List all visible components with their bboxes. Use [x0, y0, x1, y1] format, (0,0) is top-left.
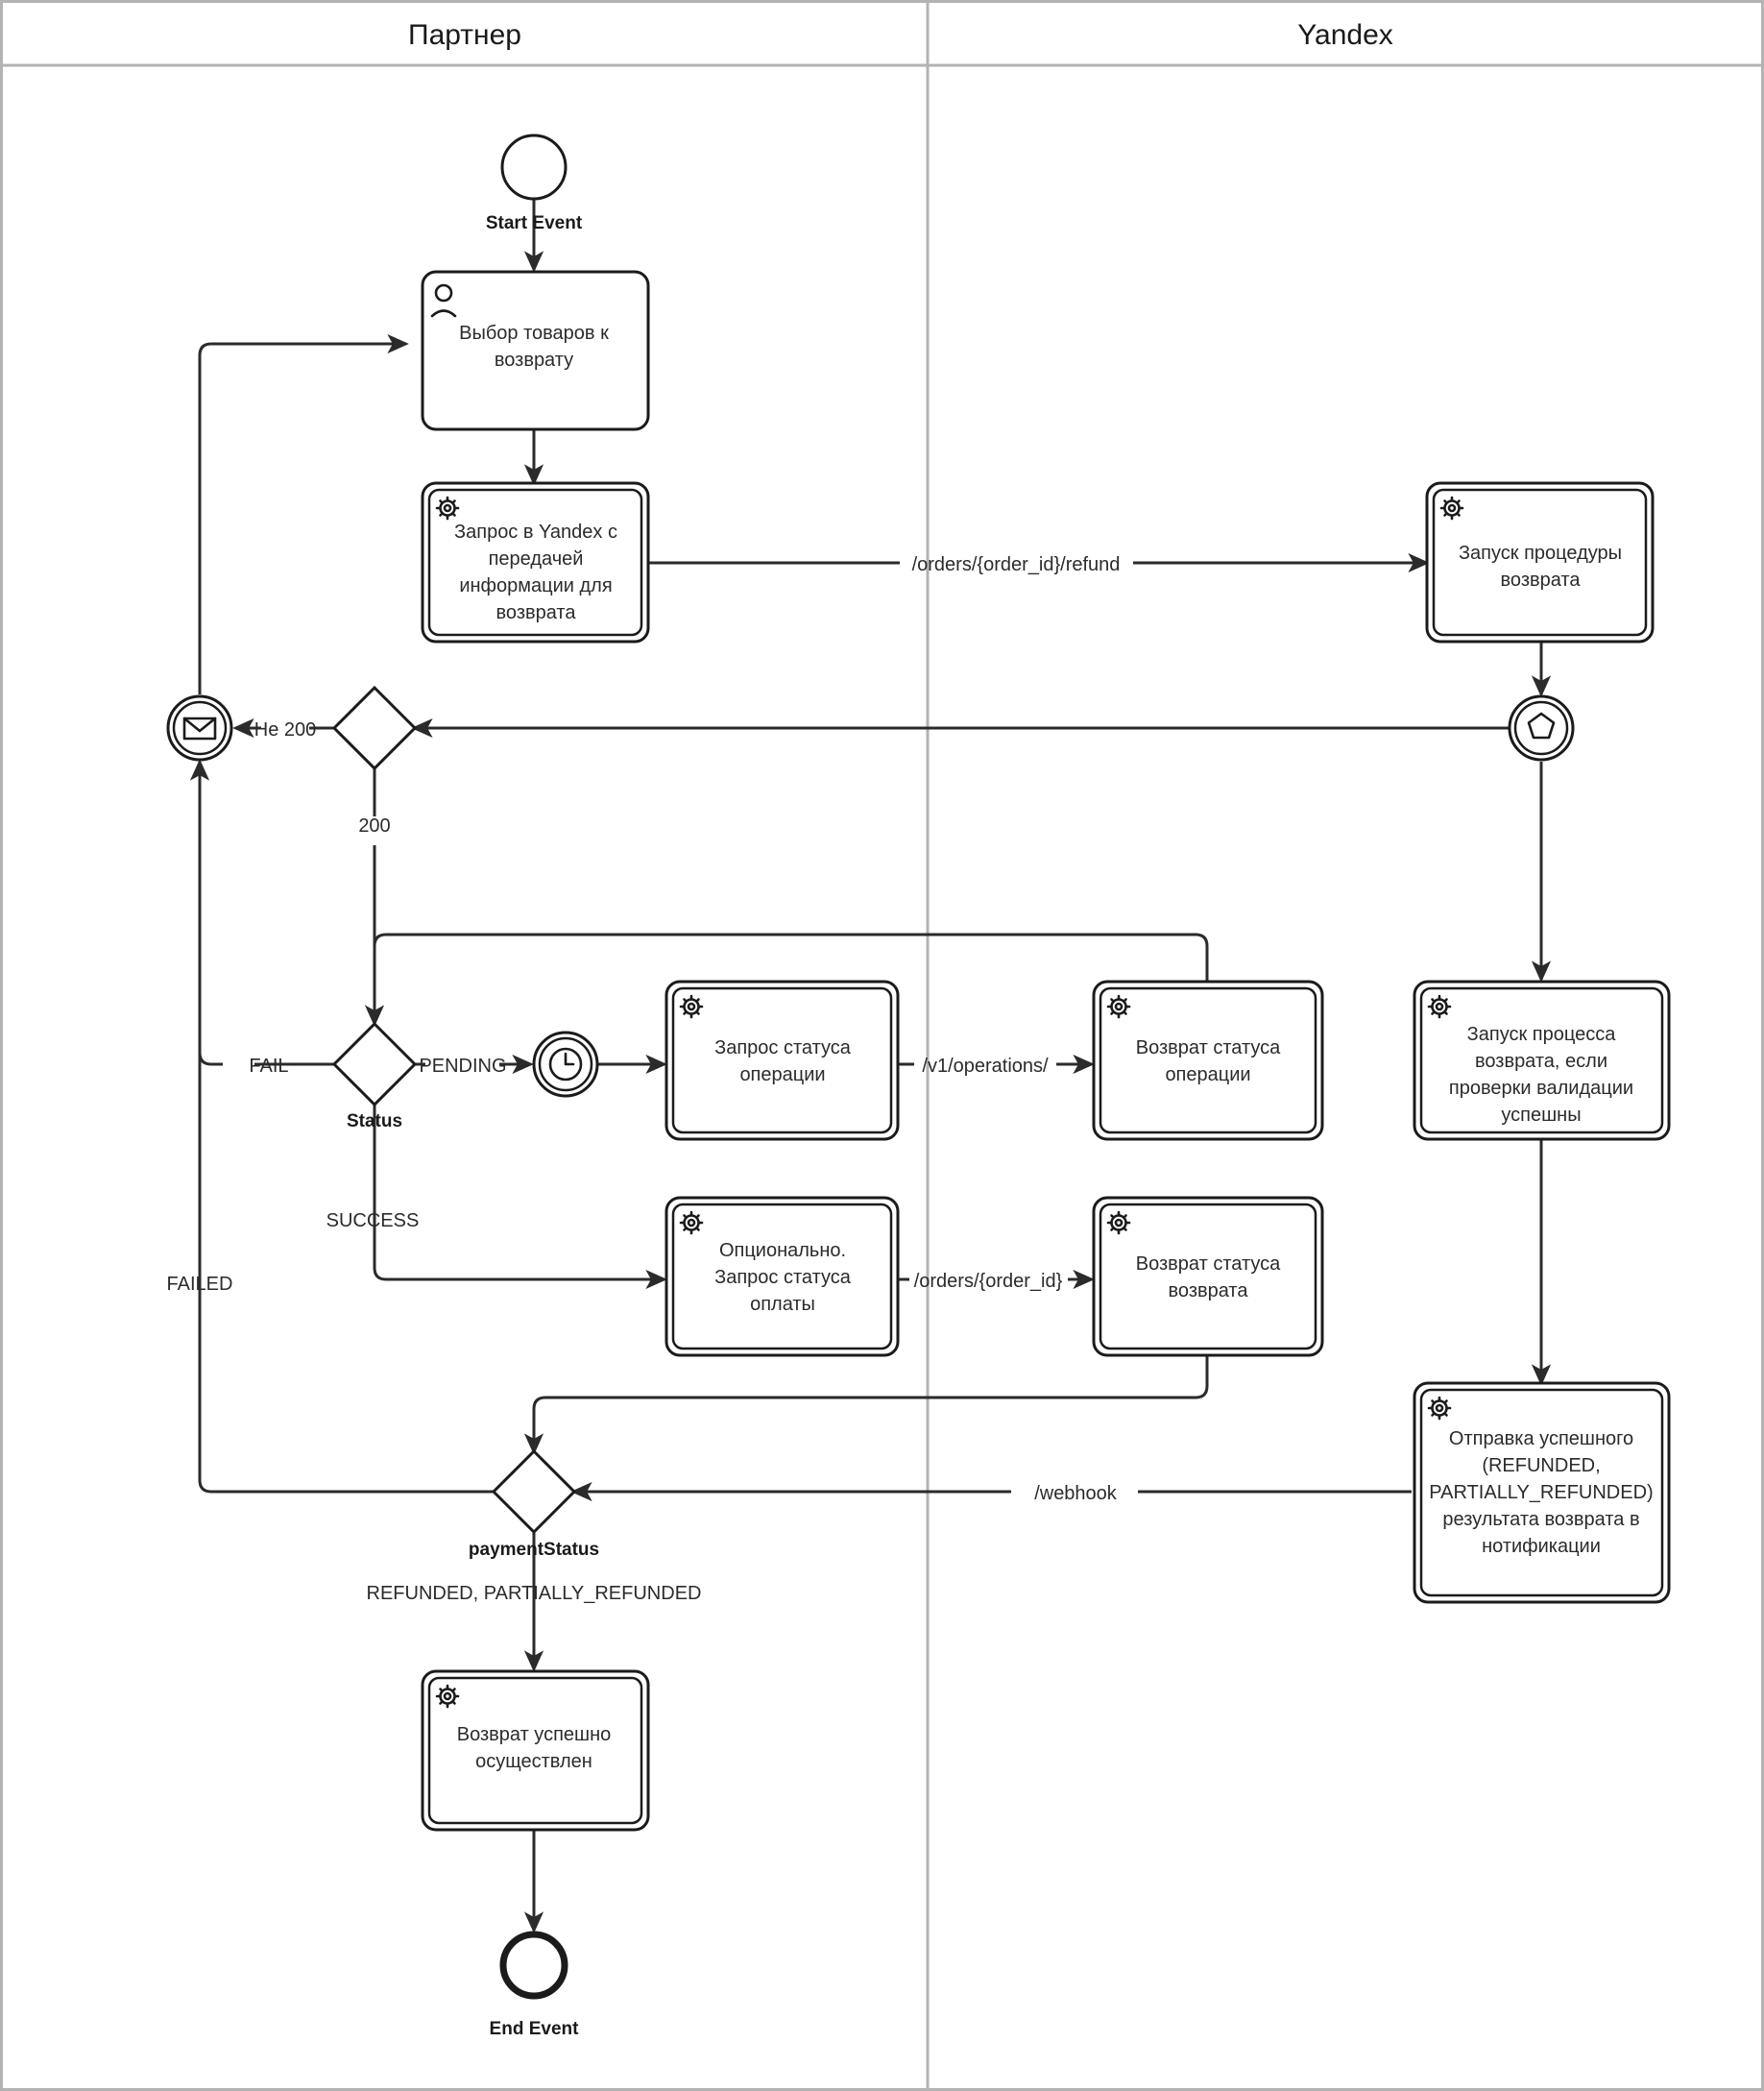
task-optional-payment-status[interactable]: Опционально. Запрос статуса оплаты — [665, 1196, 900, 1357]
task-start-refund-procedure[interactable]: Запуск процедуры возврата — [1425, 481, 1655, 644]
task-label-line: осуществлен — [475, 1751, 592, 1772]
task-label-line: Запрос статуса — [714, 1267, 852, 1288]
http-code-gateway[interactable] — [331, 685, 418, 771]
flow-message-loop-to-select — [198, 333, 409, 694]
edge-label-operations-endpoint: /v1/operations/ — [922, 1056, 1049, 1077]
edge-label-pending: PENDING — [419, 1056, 506, 1077]
task-label-line: нотификации — [1482, 1536, 1601, 1557]
task-label-line: операции — [1165, 1064, 1250, 1085]
status-gateway-label: Status — [347, 1111, 402, 1131]
task-label-line: Опционально. — [719, 1240, 846, 1261]
task-label-line: информации для — [459, 575, 612, 596]
message-intermediate-event[interactable] — [166, 694, 233, 762]
task-label-line: Запуск процесса — [1467, 1024, 1617, 1045]
timer-intermediate-event[interactable] — [532, 1031, 599, 1098]
gear-icon — [1106, 994, 1131, 1019]
payment-status-gateway-label: paymentStatus — [469, 1540, 599, 1560]
user-icon — [430, 283, 457, 318]
task-label-line: возврата — [1501, 570, 1582, 591]
lane-title-yandex: Yandex — [1297, 19, 1393, 51]
task-label-line: Возврат статуса — [1136, 1253, 1281, 1275]
gear-icon — [679, 994, 704, 1019]
task-label-line: Возврат успешно — [457, 1724, 612, 1745]
task-request-yandex[interactable]: Запрос в Yandex с передачей информации д… — [421, 481, 650, 644]
task-label-line: проверки валидации — [1449, 1078, 1633, 1099]
gear-icon — [1427, 994, 1452, 1019]
edge-label-not-200: Не 200 — [254, 719, 317, 741]
gear-icon — [435, 1684, 460, 1709]
message-envelope-icon — [182, 717, 217, 741]
edge-label-refunded-statuses: REFUNDED, PARTIALLY_REFUNDED — [367, 1583, 702, 1604]
task-label-line: PARTIALLY_REFUNDED) — [1429, 1482, 1653, 1503]
task-select-goods[interactable]: Выбор товаров к возврату — [421, 270, 650, 431]
task-label-line: возврата, если — [1475, 1051, 1607, 1072]
flow-success-to-optional — [373, 1105, 667, 1290]
gear-icon — [1427, 1396, 1452, 1421]
task-label-line: Отправка успешного — [1449, 1428, 1633, 1449]
lane-title-partner: Партнер — [408, 19, 521, 51]
start-event-label: Start Event — [486, 213, 583, 233]
task-label-line: оплаты — [750, 1294, 815, 1315]
edge-label-200: 200 — [358, 815, 390, 837]
task-label-line: возврата — [496, 602, 577, 623]
flow-failed-loop — [198, 762, 495, 1494]
task-label-line: передачей — [489, 548, 584, 570]
task-label-line: Выбор товаров к — [459, 323, 609, 344]
gear-icon — [435, 496, 460, 521]
edge-label-failed: FAILED — [167, 1274, 233, 1295]
task-return-refund-status[interactable]: Возврат статуса возврата — [1092, 1196, 1324, 1357]
start-event[interactable] — [500, 134, 568, 201]
sequence-flows — [189, 200, 1552, 1933]
task-label-line: Запуск процедуры — [1459, 543, 1622, 564]
task-label-line: операции — [739, 1064, 825, 1085]
flow-opsreturn-loop — [373, 933, 1209, 1024]
task-label-line: возврата — [1169, 1280, 1249, 1301]
gear-icon — [1439, 496, 1464, 521]
multiple-intermediate-event[interactable] — [1508, 694, 1575, 762]
task-label-line: результата возврата в — [1442, 1509, 1639, 1530]
task-refund-completed[interactable]: Возврат успешно осуществлен — [421, 1669, 650, 1832]
timer-clock-icon — [548, 1047, 583, 1082]
task-label-line: Запрос статуса — [714, 1037, 852, 1058]
flow-refundstatus-to-paymentgw — [523, 1354, 1209, 1455]
task-label-line: Возврат статуса — [1136, 1037, 1281, 1058]
task-label-line: возврату — [495, 350, 573, 371]
payment-status-gateway[interactable] — [491, 1448, 577, 1535]
task-send-success-notification[interactable]: Отправка успешного (REFUNDED, PARTIALLY_… — [1413, 1381, 1671, 1604]
edge-label-orders-endpoint: /orders/{order_id} — [914, 1271, 1063, 1292]
task-label-line: (REFUNDED, — [1482, 1455, 1600, 1476]
edge-label-fail: FAIL — [249, 1056, 288, 1077]
edge-label-refund-endpoint: /orders/{order_id}/refund — [912, 554, 1121, 575]
gear-icon — [1106, 1210, 1131, 1235]
task-label-line: успешны — [1501, 1105, 1581, 1126]
status-gateway[interactable] — [331, 1021, 418, 1107]
task-request-operation-status[interactable]: Запрос статуса операции — [665, 980, 900, 1141]
task-return-operation-status[interactable]: Возврат статуса операции — [1092, 980, 1324, 1141]
end-event-label: End Event — [490, 2019, 580, 2039]
edge-label-webhook-endpoint: /webhook — [1034, 1483, 1118, 1504]
multiple-pentagon-icon — [1527, 712, 1556, 740]
edge-label-success: SUCCESS — [326, 1210, 420, 1231]
task-label-line: Запрос в Yandex с — [454, 522, 617, 543]
end-event[interactable] — [499, 1931, 568, 2000]
task-start-refund-if-valid[interactable]: Запуск процесса возврата, если проверки … — [1413, 980, 1671, 1141]
gear-icon — [679, 1210, 704, 1235]
